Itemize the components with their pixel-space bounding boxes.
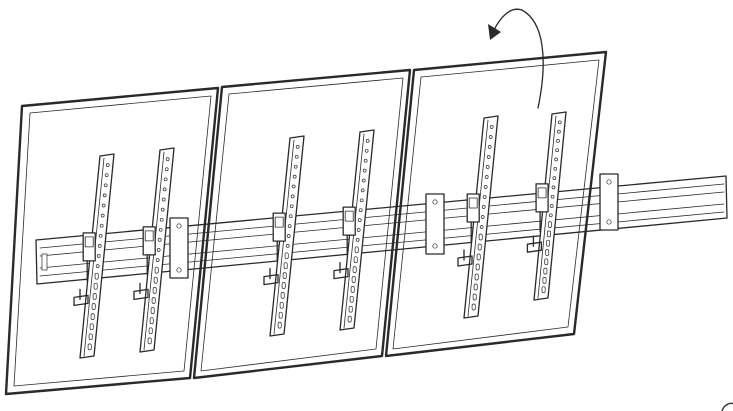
tilt-bracket <box>133 147 175 353</box>
tilt-bracket <box>457 115 499 319</box>
corner-fragment <box>721 402 733 411</box>
rail-clip <box>425 193 445 255</box>
display-panel <box>192 68 412 380</box>
tilt-bracket <box>73 153 115 359</box>
mounting-rail <box>35 175 728 285</box>
tilt-bracket <box>526 111 567 301</box>
tilt-bracket <box>263 135 305 337</box>
display-panel <box>384 50 608 358</box>
rail-clip <box>169 217 189 279</box>
tilt-bracket <box>333 129 375 331</box>
bracket-group <box>73 111 567 359</box>
display-panel <box>4 86 220 396</box>
curved-arrow-icon <box>488 8 544 109</box>
rail-clip <box>599 173 619 231</box>
